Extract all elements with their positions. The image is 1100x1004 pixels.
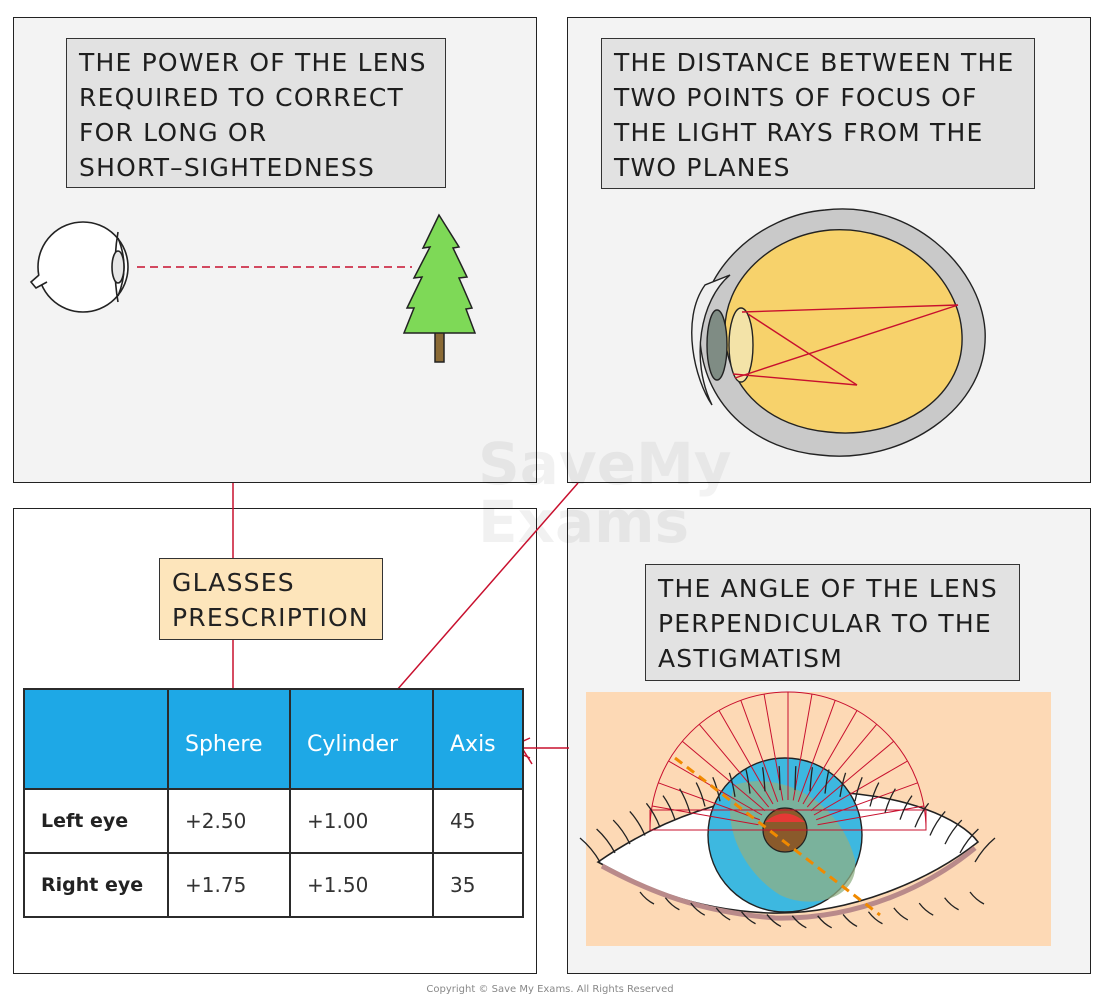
header-axis: Axis	[432, 688, 524, 790]
cell-cylinder: +1.00	[289, 788, 434, 854]
protractor-icon	[649, 691, 927, 831]
tree-icon	[402, 213, 477, 363]
eye-cross-section-icon	[691, 208, 986, 457]
light-rays	[732, 304, 959, 386]
cell-axis: 45	[432, 788, 524, 854]
header-blank	[23, 688, 169, 790]
prescription-table: Sphere Cylinder Axis Left eye +2.50 +1.0…	[23, 688, 524, 918]
eye-side-view-icon	[29, 221, 129, 313]
table-header-row: Sphere Cylinder Axis	[23, 688, 524, 790]
table-row: Left eye +2.50 +1.00 45	[23, 788, 524, 854]
astigmatism-axis-line	[674, 756, 881, 917]
eyelashes	[579, 766, 996, 929]
callout-glasses-prescription: GLASSES PRESCRIPTION	[159, 558, 383, 640]
cell-sphere: +2.50	[167, 788, 291, 854]
row-label: Left eye	[23, 788, 169, 854]
callout-focus-distance: THE DISTANCE BETWEEN THE TWO POINTS OF F…	[601, 38, 1035, 189]
cell-sphere: +1.75	[167, 852, 291, 918]
cell-cylinder: +1.50	[289, 852, 434, 918]
cell-axis: 35	[432, 852, 524, 918]
callout-lens-angle: THE ANGLE OF THE LENS PERPENDICULAR TO T…	[645, 564, 1020, 681]
table-row: Right eye +1.75 +1.50 35	[23, 852, 524, 918]
row-label: Right eye	[23, 852, 169, 918]
header-sphere: Sphere	[167, 688, 291, 790]
copyright-notice: Copyright © Save My Exams. All Rights Re…	[426, 984, 674, 995]
header-cylinder: Cylinder	[289, 688, 434, 790]
callout-lens-power: THE POWER OF THE LENS REQUIRED TO CORREC…	[66, 38, 446, 188]
